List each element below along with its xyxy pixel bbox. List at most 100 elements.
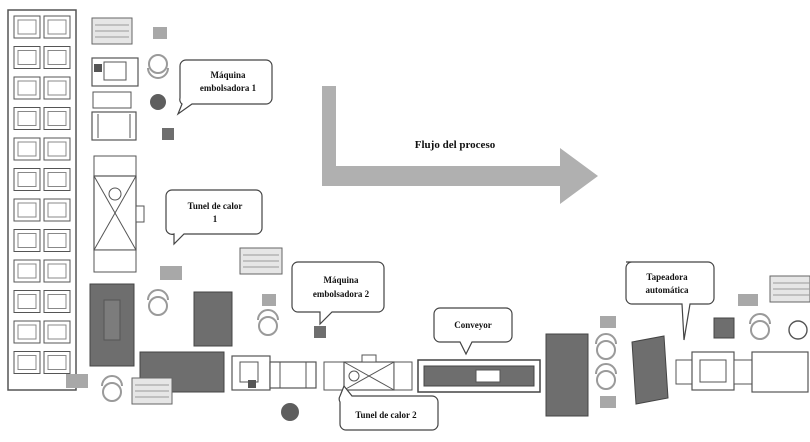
- rack-cell: [13, 351, 41, 374]
- station-marker-5: [600, 316, 616, 328]
- tray-stack-2-lines: [243, 254, 279, 268]
- box-2: [314, 326, 326, 338]
- rack-cell-inner: [17, 233, 37, 248]
- operator-icon-3: [257, 309, 279, 336]
- conveyor: [417, 359, 541, 393]
- rack-cell-inner: [47, 50, 67, 65]
- storage-rack: [7, 9, 77, 391]
- callout-heat-tunnel-1-line1: Tunel de calor: [188, 201, 243, 211]
- rack-cell-inner: [17, 294, 37, 309]
- operator-icon-6: [595, 363, 617, 390]
- operator-icon-7: [749, 313, 771, 340]
- rack-cell: [43, 351, 71, 374]
- rack-cell: [13, 168, 41, 191]
- rack-cell: [13, 46, 41, 69]
- callout-heat-tunnel-2: [338, 384, 439, 431]
- rack-cell-inner: [17, 172, 37, 187]
- rack-cell: [13, 107, 41, 130]
- rack-cell-inner: [17, 263, 37, 279]
- rack-cell: [13, 198, 41, 222]
- rack-cell-inner: [47, 233, 67, 248]
- callout-bagging-machine-1-line2: embolsadora 1: [200, 83, 257, 93]
- rack-cell: [13, 229, 41, 252]
- heat-tunnel-1: [93, 155, 145, 273]
- rack-cell-inner: [47, 111, 67, 126]
- operator-icon-4: [101, 375, 123, 402]
- tray-stack-lines: [95, 24, 129, 38]
- callout-heat-tunnel-2-label: Tunel de calor 2: [355, 410, 417, 420]
- callout-heat-tunnel-1-line2: 1: [213, 214, 218, 224]
- work-table-1-inner: [103, 299, 121, 341]
- tray-stack-4-lines: [773, 282, 810, 296]
- rack-cell: [13, 320, 41, 344]
- box-1: [162, 128, 174, 140]
- cart-2: [545, 333, 589, 417]
- rack-cell-inner: [47, 355, 67, 370]
- bin-2: [281, 403, 299, 421]
- rack-cell: [43, 229, 71, 252]
- callout-capping-machine: [625, 261, 715, 341]
- process-flow-arrow: [322, 86, 598, 204]
- rack-cell: [43, 168, 71, 191]
- rack-cell-inner: [47, 202, 67, 218]
- rack-cell-inner: [17, 202, 37, 218]
- operator-icon-5: [595, 333, 617, 360]
- cart-1: [193, 291, 233, 347]
- rack-cell: [13, 76, 41, 100]
- callout-bagging-machine-2-line2: embolsadora 2: [313, 289, 370, 299]
- rack-cell-inner: [17, 80, 37, 96]
- rack-cell-inner: [47, 324, 67, 340]
- rack-cell: [43, 15, 71, 39]
- callout-capping-machine-line2: automática: [646, 285, 689, 295]
- rack-cell: [13, 290, 41, 313]
- rack-cell-inner: [17, 324, 37, 340]
- box-3: [713, 317, 735, 339]
- bagging-machine-1: [91, 57, 139, 141]
- rack-cell: [43, 320, 71, 344]
- callout-bagging-machine-1: [176, 59, 273, 116]
- station-marker-1: [153, 27, 167, 39]
- ramp-plate: [631, 335, 669, 405]
- callout-bagging-machine-2-line1: Máquina: [323, 275, 359, 285]
- round-bin: [788, 320, 808, 340]
- rack-cell: [13, 15, 41, 39]
- callout-bagging-machine-1-line1: Máquina: [210, 70, 246, 80]
- rack-cell: [43, 76, 71, 100]
- rack-cell-inner: [17, 111, 37, 126]
- bin-1: [150, 94, 166, 110]
- rack-cell: [13, 259, 41, 283]
- callout-heat-tunnel-1: [165, 189, 263, 246]
- operator-icon-2: [147, 289, 169, 316]
- rack-cell-inner: [47, 172, 67, 187]
- bagging-machine-2: [231, 355, 317, 391]
- callout-bagging-machine-2: [291, 261, 385, 326]
- rack-cell-inner: [47, 80, 67, 96]
- callout-conveyor-label: Conveyor: [454, 320, 492, 330]
- station-marker-4: [66, 374, 88, 388]
- rack-cell: [43, 198, 71, 222]
- rack-cell: [13, 137, 41, 161]
- rack-cell-inner: [47, 19, 67, 35]
- rack-cell: [43, 259, 71, 283]
- heat-tunnel-2: [323, 354, 413, 391]
- callout-conveyor: [433, 307, 513, 356]
- rack-cell: [43, 137, 71, 161]
- flow-label: Flujo del proceso: [415, 139, 496, 151]
- rack-cell-inner: [17, 50, 37, 65]
- operator-icon-1: [147, 54, 169, 79]
- station-marker-2: [160, 266, 182, 280]
- station-marker-3: [262, 294, 276, 306]
- rack-cell: [43, 107, 71, 130]
- rack-cell-inner: [17, 19, 37, 35]
- rack-cell: [43, 290, 71, 313]
- callout-capping-machine-line1: Tapeadora: [646, 272, 688, 282]
- station-marker-6: [600, 396, 616, 408]
- rack-cell-inner: [17, 355, 37, 370]
- capping-machine: [675, 351, 809, 393]
- tray-stack-3-lines: [135, 384, 169, 398]
- rack-cell-inner: [47, 263, 67, 279]
- station-marker-7: [738, 294, 758, 306]
- rack-cell-inner: [47, 141, 67, 157]
